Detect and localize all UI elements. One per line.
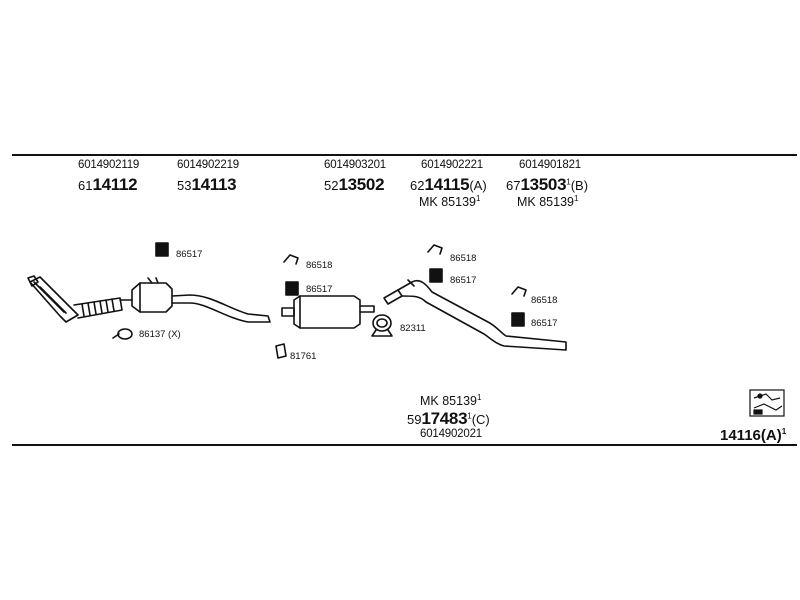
rear-pipe: [383, 279, 567, 351]
part-code: 6014903201: [324, 159, 386, 171]
front-silencer: [119, 277, 271, 323]
part-code: 6014902221: [421, 159, 483, 171]
part-number: 6114112: [78, 175, 138, 194]
fitting-label: 82311: [400, 323, 426, 334]
gasket-icon: [112, 328, 133, 340]
clip-icon: [275, 343, 287, 359]
part-number: 5213502: [324, 175, 385, 194]
part-number: 59174831(C): [407, 409, 490, 428]
fitting-label: 81761: [290, 351, 317, 362]
fitting-label: 86518: [450, 253, 477, 264]
complete-system-icon: [749, 389, 785, 417]
part-code: 6014901821: [519, 159, 581, 171]
rubber-mount-icon: [155, 242, 525, 327]
fitting-label: 86517: [450, 275, 477, 286]
clamp-icon: [371, 314, 393, 337]
fitting-label: 86518: [306, 260, 333, 271]
part-number: 6214115(A): [410, 175, 487, 194]
fitting-label: 86518: [531, 295, 558, 306]
fitting-label: 86517: [531, 318, 558, 329]
top-rule: [12, 154, 797, 156]
fitting-label: 86517: [306, 284, 333, 295]
part-number: 67135031(B): [506, 175, 589, 194]
part-code: 6014902021: [420, 428, 482, 440]
kit-number: MK 851391: [517, 194, 579, 210]
bottom-rule: [12, 444, 797, 446]
part-code: 6014902119: [78, 159, 140, 171]
fitting-label: 86517: [176, 249, 203, 260]
kit-number: MK 851391: [419, 194, 481, 210]
front-pipe: [27, 275, 123, 323]
hanger-hook-icon: [283, 244, 527, 297]
part-code: 6014902219: [177, 159, 239, 171]
complete-system-number: 14116(A)1: [720, 427, 787, 444]
kit-number: MK 851391: [420, 393, 482, 409]
fitting-label: 86137 (X): [139, 329, 181, 340]
part-number: 5314113: [177, 175, 237, 194]
center-muffler: [281, 295, 375, 329]
